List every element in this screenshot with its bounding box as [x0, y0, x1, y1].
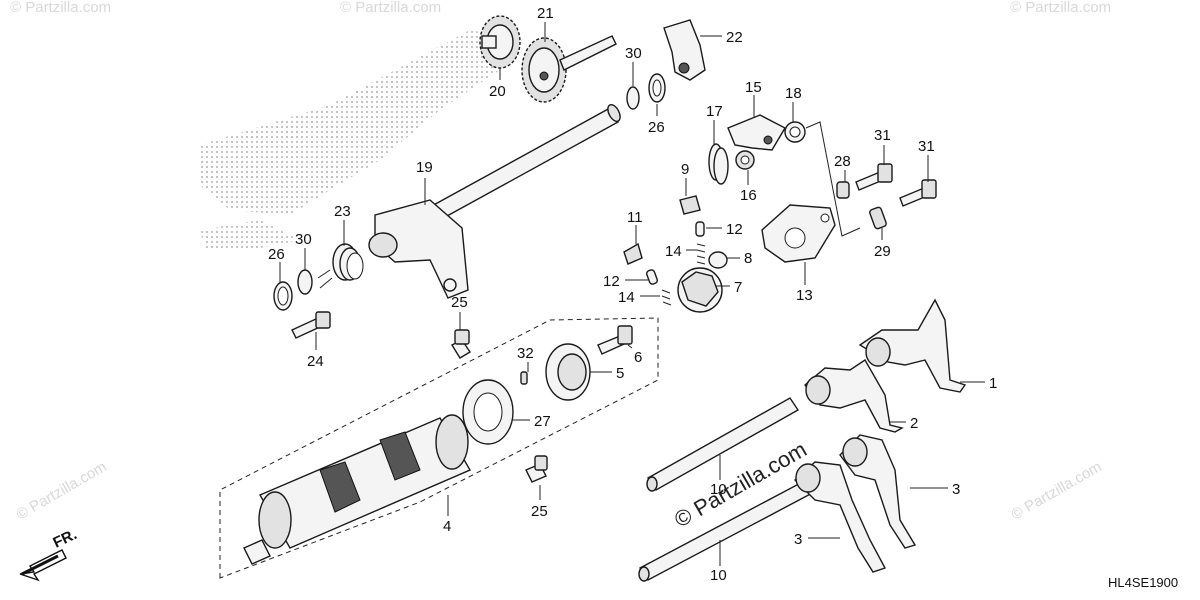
shift-drum-4 [243, 414, 471, 565]
bearing-8 [708, 251, 728, 269]
callout-15: 15 [745, 79, 762, 96]
callout-25-lower: 25 [531, 503, 548, 520]
front-direction-label: FR. [51, 526, 80, 552]
case-outline-shade-lower [200, 220, 300, 250]
bolt-6 [597, 325, 633, 355]
watermark-top-right: © Partzilla.com [1010, 0, 1111, 16]
shift-fork-2 [804, 359, 904, 433]
pawl-11 [623, 242, 643, 265]
shift-arm-22 [663, 19, 706, 81]
bolt-24 [291, 311, 331, 339]
callout-13: 13 [796, 287, 813, 304]
watermark-top-left: © Partzilla.com [10, 0, 111, 16]
bolt-31-left [855, 163, 893, 191]
callout-23: 23 [334, 203, 351, 220]
spring-14-upper [696, 243, 706, 265]
callout-17: 17 [706, 103, 723, 120]
spring-14-lower [661, 289, 672, 306]
shift-fork-3-right [839, 434, 917, 549]
collar-29 [869, 206, 887, 230]
callout-labels: 20 21 22 30 26 15 18 17 16 9 12 11 14 8 … [268, 5, 997, 584]
callout-1: 1 [989, 375, 997, 392]
gear-21 [521, 35, 617, 103]
bearing-27 [462, 379, 514, 445]
watermark-left: © Partzilla.com [14, 458, 110, 523]
callout-20: 20 [489, 83, 506, 100]
callout-8: 8 [744, 250, 752, 267]
callout-10-lower: 10 [710, 567, 727, 584]
callout-14-lower: 14 [618, 289, 635, 306]
callout-26-lower: 26 [268, 246, 285, 263]
drum-center-7 [677, 267, 723, 313]
callout-30-upper: 30 [625, 45, 642, 62]
callout-25-upper: 25 [451, 294, 468, 311]
front-direction-arrow-icon [19, 549, 67, 582]
diagram-code: HL4SE1900 [1108, 575, 1178, 590]
callout-30-lower: 30 [295, 231, 312, 248]
callout-11: 11 [627, 209, 643, 226]
callout-3-left: 3 [794, 531, 802, 548]
callout-6: 6 [634, 349, 642, 366]
pin-32 [520, 371, 528, 385]
callout-10-upper: 10 [710, 481, 727, 498]
bolt-25-upper [451, 329, 471, 359]
pawl-9 [679, 195, 701, 215]
callout-28: 28 [834, 153, 851, 170]
return-spring-23 [317, 243, 364, 289]
callout-24: 24 [307, 353, 324, 370]
watermark-top-mid: © Partzilla.com [340, 0, 441, 16]
callout-19: 19 [416, 159, 433, 176]
shift-fork-3-left [793, 461, 887, 573]
shift-fork-1 [858, 298, 967, 393]
dowel-28 [836, 181, 850, 199]
callout-21: 21 [537, 5, 554, 22]
circlip-30-lower [297, 269, 313, 295]
bolt-25-lower [525, 455, 548, 483]
callout-5: 5 [616, 365, 624, 382]
plunger-12-upper [695, 221, 705, 237]
leader-lines [279, 22, 985, 566]
spring-17 [708, 143, 729, 185]
case-outline-shade [200, 30, 520, 215]
callout-31-left: 31 [874, 127, 891, 144]
callout-26-upper: 26 [648, 119, 665, 136]
watermark-right: © Partzilla.com [1009, 458, 1105, 523]
bolt-31-right [899, 179, 937, 207]
callout-18: 18 [785, 85, 802, 102]
circlip-30-upper [626, 86, 640, 110]
callout-27: 27 [534, 413, 551, 430]
callout-12-lower: 12 [603, 273, 620, 290]
callout-16: 16 [740, 187, 757, 204]
callout-14-upper: 14 [665, 243, 682, 260]
stopper-arm-15 [727, 114, 786, 151]
guide-plate-13 [761, 204, 836, 263]
drum-center-5 [545, 343, 591, 401]
callout-31-right: 31 [918, 138, 935, 155]
gear-20 [479, 15, 521, 69]
drum-assembly-outline [219, 317, 659, 579]
fork-shaft-10-upper [646, 397, 800, 492]
callout-12-upper: 12 [726, 221, 743, 238]
shift-spindle-shaft [368, 104, 621, 299]
plunger-12-lower [645, 269, 659, 285]
callout-2: 2 [910, 415, 918, 432]
callout-3-right: 3 [952, 481, 960, 498]
callout-29: 29 [874, 243, 891, 260]
shift-arm-22-hole [678, 62, 690, 74]
callout-22: 22 [726, 29, 743, 46]
callout-7: 7 [734, 279, 742, 296]
callout-9: 9 [681, 161, 689, 178]
callout-4: 4 [443, 518, 451, 535]
callout-32: 32 [517, 345, 534, 362]
